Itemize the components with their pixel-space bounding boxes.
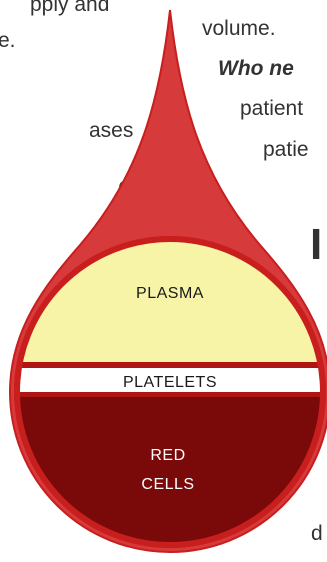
plasma-separator (0, 362, 327, 368)
plasma-label: PLASMA (136, 285, 204, 302)
platelets-separator (0, 392, 327, 397)
platelets-label: PLATELETS (123, 374, 217, 391)
red-cells-label-line1: RED (150, 447, 185, 464)
red-cells-label-line2: CELLS (141, 476, 194, 493)
